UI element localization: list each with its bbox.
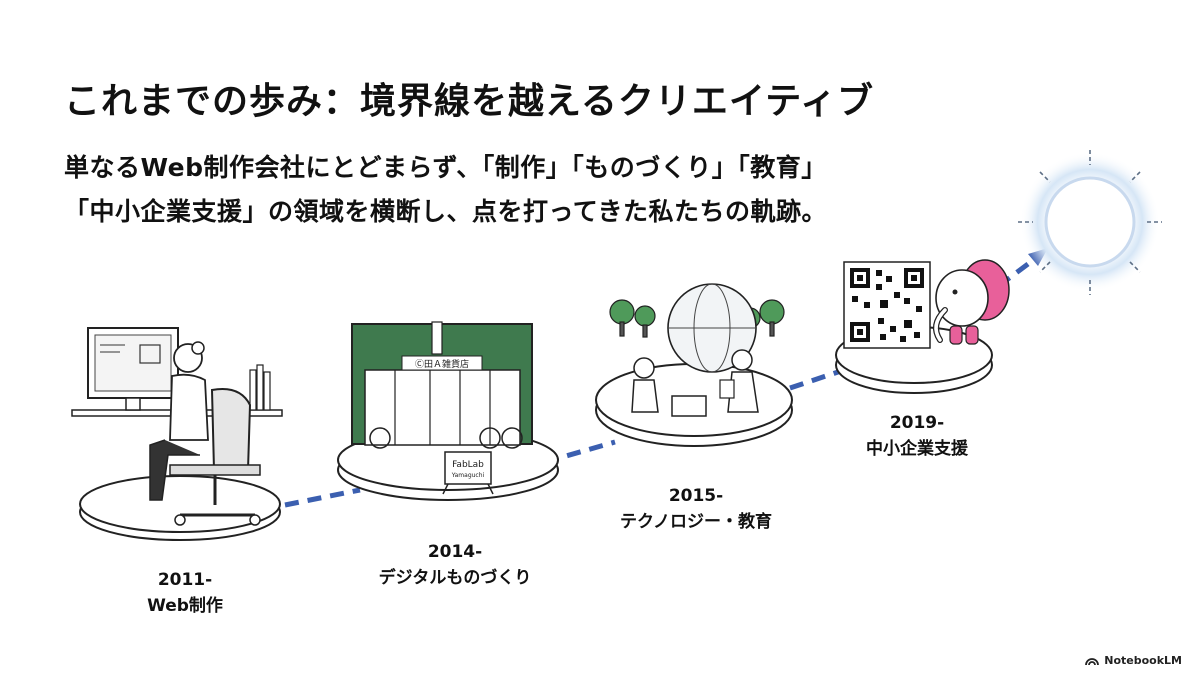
subtitle-line-1: 単なるWeb制作会社にとどまらず、「制作」「ものづくり」「教育」 [64, 153, 827, 182]
elephant-mascot-icon [933, 259, 1010, 345]
platform-tech-education [595, 283, 793, 447]
sun-icon [1018, 150, 1162, 295]
notebooklm-logo-icon [1085, 657, 1100, 665]
milestone-year: 2011- [157, 570, 213, 590]
milestone-2019: 2019- 中小企業支援 [852, 410, 982, 462]
milestone-year: 2019- [889, 413, 945, 433]
milestone-year: 2014- [427, 542, 483, 562]
notebooklm-badge: NotebookLM [1085, 654, 1182, 667]
platform-fablab: Ⓒ田Ａ雑貨店 FabLab Yamaguchi [337, 321, 559, 501]
subtitle-line-2: 「中小企業支援」の領域を横断し、点を打ってきた私たちの軌跡。 [64, 197, 828, 226]
platform-web [71, 327, 283, 541]
slide-title: これまでの歩み：境界線を越えるクリエイティブ [64, 81, 875, 122]
milestone-2011: 2011- Web制作 [130, 567, 240, 619]
fablab-sign-sub: Yamaguchi [451, 472, 485, 479]
milestone-2015: 2015- テクノロジー・教育 [596, 483, 796, 535]
milestone-label: デジタルものづくり [378, 568, 532, 588]
milestone-label: テクノロジー・教育 [620, 512, 772, 532]
fablab-sign: FabLab [452, 460, 484, 470]
brand-label: NotebookLM [1104, 654, 1182, 667]
milestone-year: 2015- [668, 486, 724, 506]
milestone-2014: 2014- デジタルものづくり [355, 539, 555, 591]
qr-code-icon [843, 261, 931, 349]
platform-sme-support [835, 259, 1010, 394]
milestone-label: Web制作 [147, 596, 223, 616]
storefront-sign: Ⓒ田Ａ雑貨店 [415, 358, 469, 370]
milestone-label: 中小企業支援 [866, 439, 968, 459]
